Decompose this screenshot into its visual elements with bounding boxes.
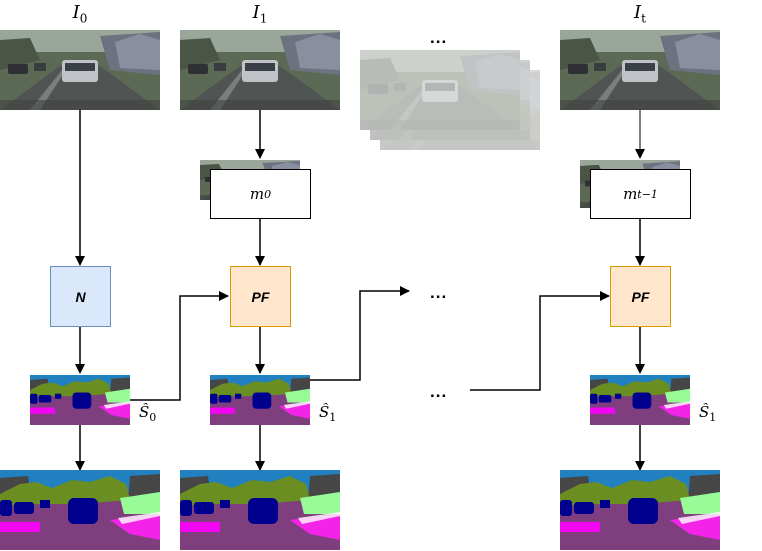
seg-label-t: Ŝ1	[699, 403, 717, 424]
frame-label-0: I0	[72, 2, 88, 26]
output-seg-0	[0, 470, 160, 550]
frame-image-t	[560, 30, 720, 110]
seg-map-0	[30, 375, 130, 425]
frame-stack	[360, 50, 540, 150]
output-seg-1	[180, 470, 340, 550]
pf-node-t: PF	[610, 266, 671, 327]
frame-label-1: I1	[252, 2, 268, 26]
seg-map-1	[210, 375, 310, 425]
seg-map-t	[590, 375, 690, 425]
output-seg-t	[560, 470, 720, 550]
arrow-seg0-to-pf1	[130, 291, 229, 401]
frame-image-1	[180, 30, 340, 110]
frame-image-0	[0, 30, 160, 110]
node-row-ellipsis: ...	[430, 283, 448, 302]
network-node-N: N	[50, 266, 111, 327]
seg-label-1: Ŝ1	[319, 403, 337, 424]
arrow-prev-to-pft	[470, 291, 610, 391]
frame-label-t: It	[634, 2, 646, 26]
pf-node-1: PF	[230, 266, 291, 327]
seg-label-0: Ŝ0	[139, 403, 157, 424]
arrow-seg1-to-next	[310, 286, 410, 381]
seg-row-ellipsis: ...	[430, 382, 448, 401]
frames-ellipsis: ...	[430, 28, 448, 47]
